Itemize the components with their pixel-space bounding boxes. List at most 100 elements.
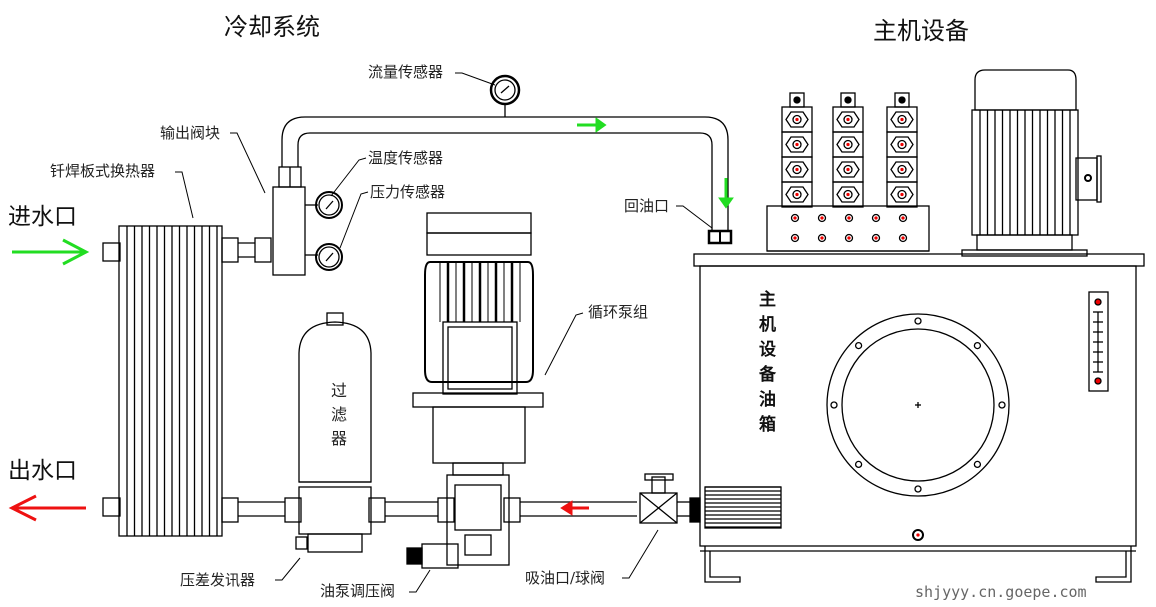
- ball-valve: [639, 473, 678, 524]
- flange-bolt: [973, 341, 982, 350]
- nut-center: [795, 192, 799, 197]
- manifold-bolt: [790, 213, 800, 223]
- hex-nut: [890, 161, 914, 178]
- manifold-bolt: [790, 233, 800, 243]
- valve-manifold: [766, 92, 930, 252]
- nut-bore: [897, 164, 907, 175]
- nut-bore: [792, 114, 802, 125]
- manifold-bolt: [817, 213, 827, 223]
- valve-section: [832, 181, 864, 208]
- nut-bore: [897, 139, 907, 150]
- hex-nut: [890, 136, 914, 153]
- pump-relief-valve-label: 油泵调压阀: [320, 582, 396, 600]
- water-inlet-label: 进水口: [8, 204, 77, 230]
- nut-bore: [843, 164, 853, 175]
- flange-bolt: [998, 401, 1006, 409]
- manifold-bolt-center: [901, 216, 905, 220]
- manifold-bolt: [844, 233, 854, 243]
- filter: [295, 312, 372, 553]
- manifold-bolt: [898, 213, 908, 223]
- water-in-arrow: [12, 238, 90, 266]
- manifold-bolt-center: [793, 216, 797, 220]
- solenoid-plug: [898, 96, 906, 104]
- suction-ball-valve-label: 吸油口/球阀: [525, 569, 606, 587]
- leader-lines: [175, 72, 713, 593]
- temperature-gauge: [315, 191, 343, 219]
- level-plug: [1094, 298, 1102, 306]
- hex-nut: [836, 186, 860, 203]
- output-valve-block-label: 输出阀块: [160, 124, 221, 142]
- flow-sensor-gauge: [489, 74, 521, 117]
- temp-sensor-label: 温度传感器: [368, 149, 444, 167]
- manifold-bolt-center: [847, 236, 851, 240]
- main-equipment-title: 主机设备: [873, 17, 969, 45]
- hex-nut: [836, 111, 860, 128]
- circulation-pump-group: [406, 212, 544, 569]
- flange-bolt: [830, 401, 838, 409]
- nut-bore: [897, 114, 907, 125]
- nut-bore: [792, 164, 802, 175]
- oil-tank: [693, 253, 1145, 583]
- hex-nut: [836, 161, 860, 178]
- heat-exchanger: [102, 225, 239, 537]
- nut-center: [846, 142, 850, 147]
- cooling-system-title: 冷却系统: [224, 13, 320, 41]
- hex-nut: [785, 186, 809, 203]
- nut-bore: [843, 189, 853, 200]
- pump-group-label: 循环泵组: [588, 303, 649, 321]
- watermark: shjyyy.cn.goepe.com: [915, 583, 1087, 601]
- flange-bolt: [854, 460, 863, 469]
- flange-bolt: [914, 485, 922, 493]
- valve-section: [781, 181, 813, 208]
- nut-center: [900, 142, 904, 147]
- nut-center: [846, 117, 850, 122]
- manifold-bolt-center: [793, 236, 797, 240]
- valve-section: [886, 181, 918, 208]
- manifold-bolt-center: [820, 236, 824, 240]
- hex-nut: [785, 161, 809, 178]
- hex-nut: [890, 111, 914, 128]
- nut-bore: [792, 139, 802, 150]
- pipe-flow-down-arrow: [718, 178, 734, 209]
- nut-center: [795, 167, 799, 172]
- flow-sensor-label: 流量传感器: [368, 63, 444, 81]
- hx-outlet-pipe: [238, 237, 272, 263]
- manifold-bolt-center: [874, 216, 878, 220]
- solenoid-plug: [844, 96, 852, 104]
- solenoid-plug: [793, 96, 801, 104]
- manifold-bolt-center: [901, 236, 905, 240]
- nut-center: [900, 117, 904, 122]
- water-out-arrow: [8, 494, 86, 522]
- manifold-bolt: [871, 233, 881, 243]
- manifold-bolt-center: [820, 216, 824, 220]
- output-valve-block: [272, 166, 318, 276]
- main-motor: [961, 69, 1102, 257]
- tank-label: 主机设备油箱: [755, 290, 775, 440]
- pipe-flow-right-arrow: [577, 117, 607, 133]
- pressure-sensor-label: 压力传感器: [370, 183, 446, 201]
- diff-pressure-switch-label: 压差发讯器: [180, 571, 256, 589]
- manifold-bolt: [844, 213, 854, 223]
- nut-center: [795, 142, 799, 147]
- nut-bore: [792, 189, 802, 200]
- nut-center: [900, 192, 904, 197]
- grill-frame: [704, 486, 782, 529]
- manifold-bolt: [871, 213, 881, 223]
- flange-bolt: [854, 341, 863, 350]
- nut-center: [846, 192, 850, 197]
- nut-bore: [897, 189, 907, 200]
- nut-bore: [843, 114, 853, 125]
- return-port-label: 回油口: [624, 197, 670, 215]
- nut-center: [795, 117, 799, 122]
- manifold-bolt: [898, 233, 908, 243]
- filter-label: 过滤器: [328, 382, 347, 454]
- nut-center: [846, 167, 850, 172]
- manifold-bolt-center: [847, 216, 851, 220]
- hex-nut: [836, 136, 860, 153]
- hex-nut: [890, 186, 914, 203]
- nut-center: [900, 167, 904, 172]
- nut-bore: [843, 139, 853, 150]
